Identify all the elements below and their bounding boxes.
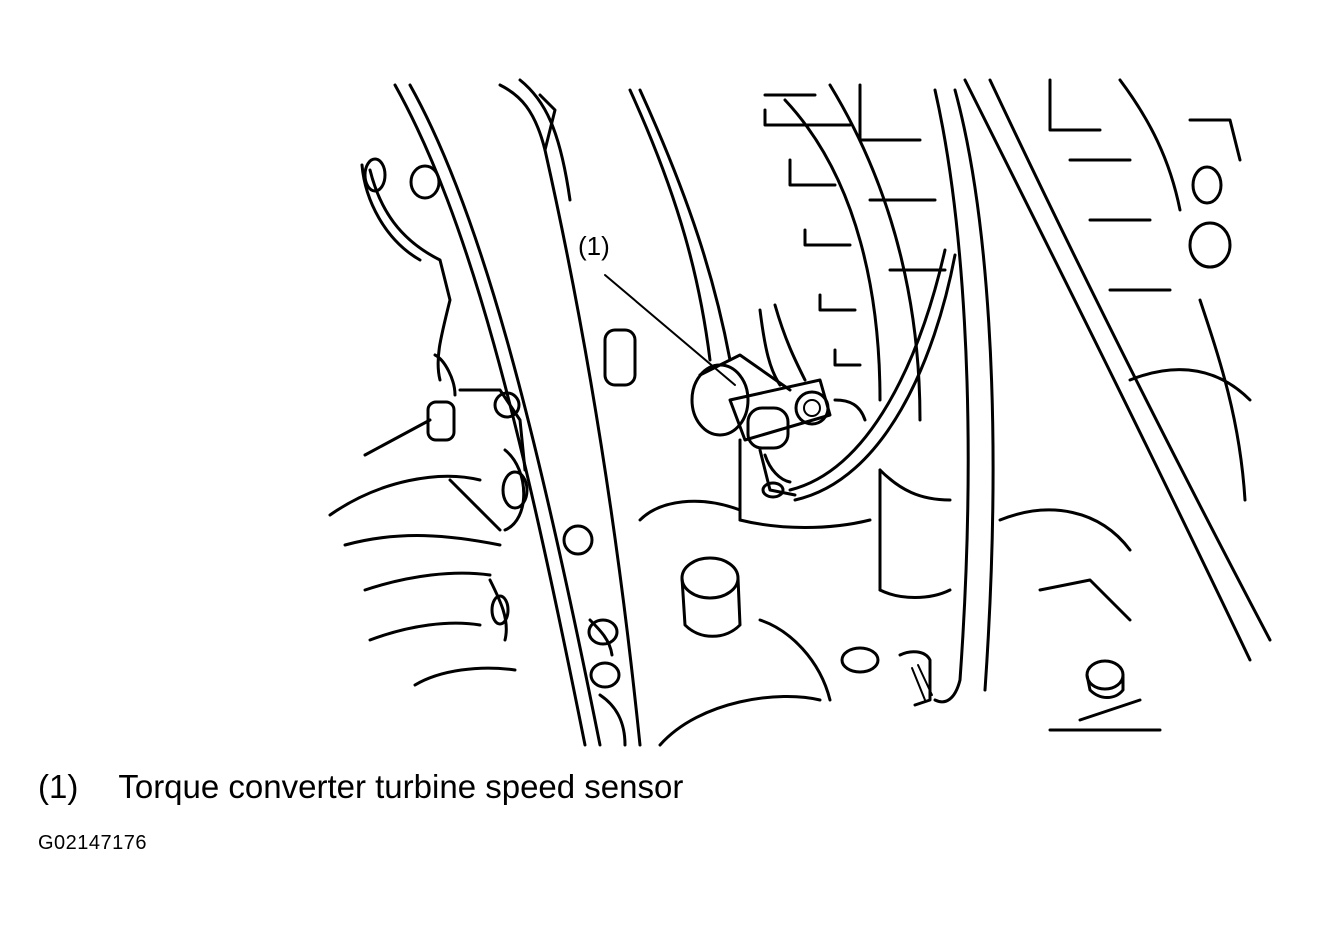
legend-text: Torque converter turbine speed sensor	[118, 768, 684, 805]
turbine-speed-sensor	[690, 303, 867, 522]
legend-number: (1)	[38, 768, 79, 805]
figure-code: G02147176	[38, 832, 148, 854]
callout-label: (1)	[578, 231, 610, 261]
lower-transmission-body	[638, 468, 1162, 747]
cables	[788, 78, 1272, 704]
callout-1: (1)	[578, 231, 736, 386]
central-casting	[498, 78, 732, 747]
right-ribs	[763, 83, 947, 422]
right-frame	[1048, 78, 1252, 502]
left-housing-flange	[360, 83, 602, 747]
left-bracket-lines	[328, 418, 517, 687]
transmission-line-drawing: (1)	[328, 78, 1272, 747]
legend: (1) Torque converter turbine speed senso…	[38, 768, 683, 806]
